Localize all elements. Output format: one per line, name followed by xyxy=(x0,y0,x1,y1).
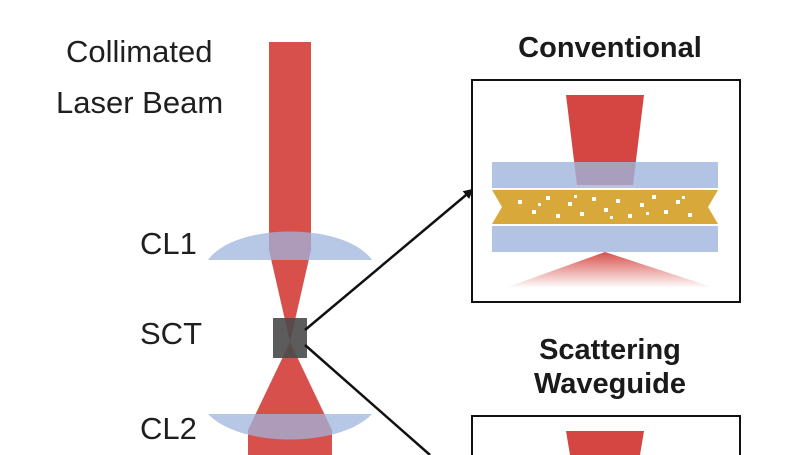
cl1-lens xyxy=(208,231,372,260)
cl2-lens xyxy=(208,414,372,440)
collimated-beam xyxy=(269,42,311,250)
top-glass-slide xyxy=(492,162,718,188)
conventional-title: Conventional xyxy=(518,32,702,64)
scattering-particles xyxy=(518,195,692,219)
laser-beam-label: Laser Beam xyxy=(56,85,224,120)
scattered-light-fan xyxy=(505,252,715,288)
waveguide-focus-beam xyxy=(566,431,644,455)
arrow-to-waveguide xyxy=(304,344,431,455)
scattering-title: Scattering xyxy=(539,334,681,366)
diverging-cone xyxy=(248,342,332,430)
cl2-label: CL2 xyxy=(140,411,197,446)
waveguide-title: Waveguide xyxy=(533,368,686,400)
bottom-glass-slide xyxy=(492,226,718,252)
arrow-to-conventional xyxy=(304,188,474,331)
sample-layer xyxy=(492,190,718,224)
cl1-label: CL1 xyxy=(140,226,197,261)
collimated-label: Collimated xyxy=(66,34,213,69)
sct-label: SCT xyxy=(140,316,202,351)
focusing-cone xyxy=(269,250,311,342)
sct-cuvette xyxy=(273,318,307,358)
